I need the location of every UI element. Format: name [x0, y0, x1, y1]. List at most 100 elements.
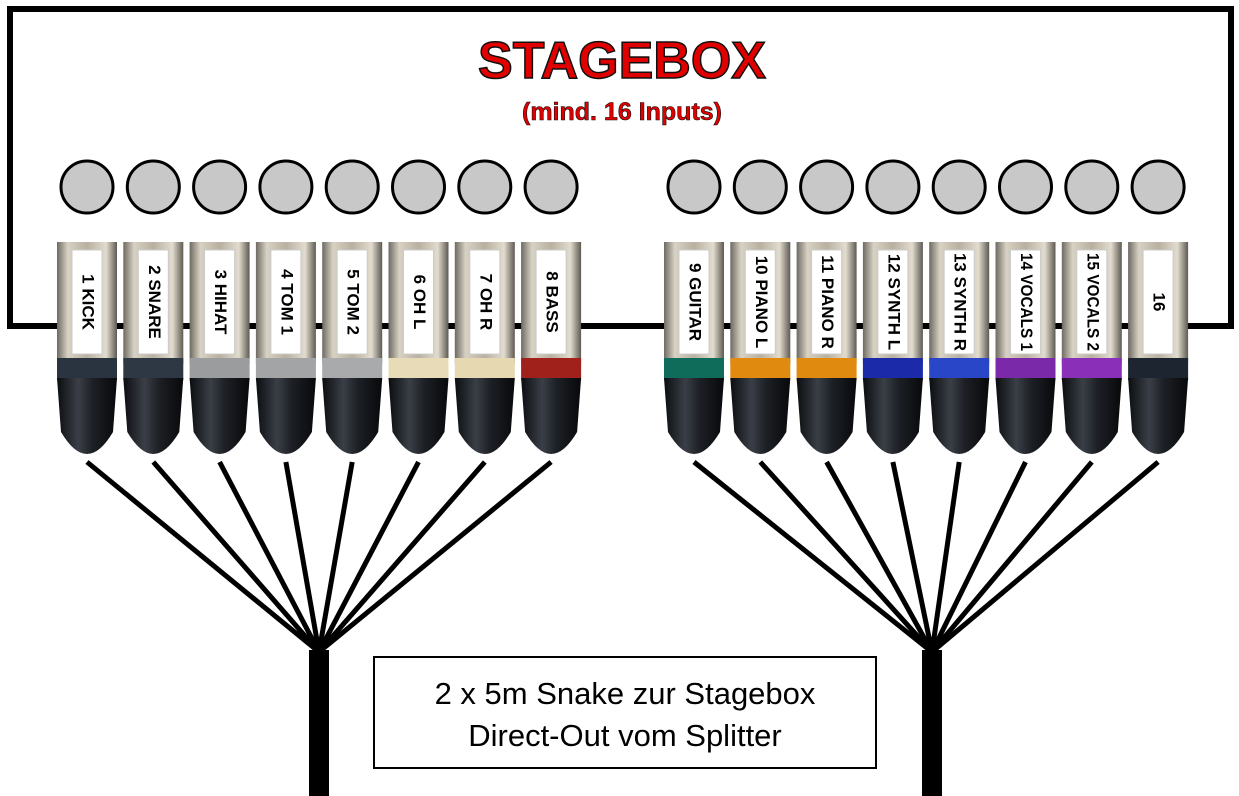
- cable-line: [929, 460, 1028, 654]
- input-socket: [865, 159, 921, 215]
- channel-label-tag: [204, 249, 236, 355]
- color-band: [995, 358, 1056, 380]
- color-band: [796, 358, 857, 380]
- channel-label: 1 KICK: [79, 274, 98, 330]
- input-socket: [59, 159, 115, 215]
- channel-label: 14 VOCALS 1: [1017, 253, 1036, 351]
- stagebox-title: STAGEBOX: [478, 32, 766, 90]
- channel-label: 4 TOM 1: [277, 269, 296, 335]
- note-line-2: Direct-Out vom Splitter: [468, 718, 782, 753]
- channel-label-tag: [943, 249, 975, 355]
- xlr-connector: 4 TOM 1: [255, 242, 316, 454]
- connector-boot: [388, 378, 449, 454]
- cable-line: [283, 461, 322, 653]
- input-socket: [391, 159, 446, 215]
- channel-label-tag: [270, 249, 302, 355]
- channel-label: 10 PIANO L: [752, 256, 771, 349]
- color-band: [57, 358, 117, 380]
- color-band: [1061, 358, 1122, 380]
- channel-label-tag: [1010, 249, 1041, 355]
- channel-label-tag: [71, 249, 103, 355]
- cable-line: [316, 461, 355, 653]
- color-band: [521, 358, 582, 380]
- channel-label: 16: [1150, 293, 1169, 312]
- xlr-connector: 3 HIHAT: [189, 242, 250, 454]
- stagebox-subtitle: (mind. 16 Inputs): [522, 98, 722, 126]
- cable-line: [930, 460, 1094, 654]
- color-band: [322, 358, 383, 380]
- note-line-1: 2 x 5m Snake zur Stagebox: [435, 676, 816, 711]
- channel-label-tag: [535, 249, 567, 355]
- channel-label: 5 TOM 2: [344, 269, 363, 335]
- input-socket: [523, 159, 579, 215]
- channel-label-tag: [744, 249, 776, 355]
- input-sockets: [59, 159, 1186, 215]
- xlr-connector: 2 SNARE: [123, 242, 184, 454]
- xlr-connector: 14 VOCALS 1: [995, 242, 1056, 454]
- channel-label-tag: [811, 249, 843, 355]
- connector-boot: [521, 378, 582, 454]
- input-socket: [998, 159, 1053, 215]
- cable-line: [317, 460, 487, 654]
- color-band: [454, 358, 515, 380]
- cable-line: [758, 460, 934, 654]
- cable-line: [692, 460, 934, 654]
- input-socket: [1130, 159, 1186, 215]
- connector-boot: [255, 378, 316, 454]
- xlr-connector: 15 VOCALS 2: [1061, 242, 1122, 454]
- channel-label-tag: [877, 249, 909, 355]
- input-socket: [1064, 159, 1120, 215]
- input-socket: [799, 159, 855, 215]
- color-band: [862, 358, 923, 380]
- connector-boot: [1128, 378, 1189, 454]
- channel-label-tag: [336, 249, 368, 355]
- color-band: [189, 358, 250, 380]
- connector-boot: [664, 378, 724, 454]
- channel-label: 7 OH R: [476, 274, 495, 331]
- input-socket: [732, 159, 788, 215]
- cable-line: [824, 460, 935, 654]
- connector-boot: [57, 378, 117, 454]
- channel-label: 8 BASS: [543, 271, 562, 332]
- cable-line: [151, 460, 321, 654]
- connector-boot: [123, 378, 184, 454]
- channel-label: 15 VOCALS 2: [1083, 253, 1102, 351]
- channel-label-tag: [403, 249, 434, 355]
- connector-boot: [995, 378, 1056, 454]
- input-socket: [258, 159, 314, 215]
- input-socket: [192, 159, 248, 215]
- color-band: [123, 358, 184, 380]
- xlr-connector: 8 BASS: [521, 242, 582, 454]
- input-socket: [125, 159, 181, 215]
- xlr-connector: 16: [1128, 242, 1189, 454]
- xlr-connector: 5 TOM 2: [322, 242, 383, 454]
- channel-label-tag: [678, 249, 710, 355]
- color-band: [1128, 358, 1189, 380]
- snake-cables: [85, 460, 1160, 654]
- cable-line: [929, 461, 962, 653]
- xlr-connector: 11 PIANO R: [796, 242, 857, 454]
- cable-line: [316, 460, 421, 654]
- snake-note-box: 2 x 5m Snake zur Stagebox Direct-Out vom…: [373, 656, 877, 769]
- xlr-connector: 12 SYNTH L: [862, 242, 923, 454]
- connector-boot: [1061, 378, 1122, 454]
- input-socket: [457, 159, 513, 215]
- connector-boot: [322, 378, 383, 454]
- xlr-connector: 7 OH R: [454, 242, 515, 454]
- channel-label: 6 OH L: [410, 275, 429, 330]
- input-socket: [324, 159, 380, 215]
- cable-line: [85, 460, 321, 654]
- connector-boot: [929, 378, 990, 454]
- color-band: [255, 358, 316, 380]
- xlr-connector: 13 SYNTH R: [929, 242, 990, 454]
- xlr-connector: 1 KICK: [57, 242, 117, 454]
- connector-boot: [454, 378, 515, 454]
- color-band: [388, 358, 449, 380]
- channel-label: 9 GUITAR: [686, 263, 705, 341]
- channel-label-tag: [1076, 249, 1108, 355]
- xlr-connector: 6 OH L: [388, 242, 449, 454]
- channel-label: 12 SYNTH L: [884, 254, 903, 350]
- color-band: [664, 358, 724, 380]
